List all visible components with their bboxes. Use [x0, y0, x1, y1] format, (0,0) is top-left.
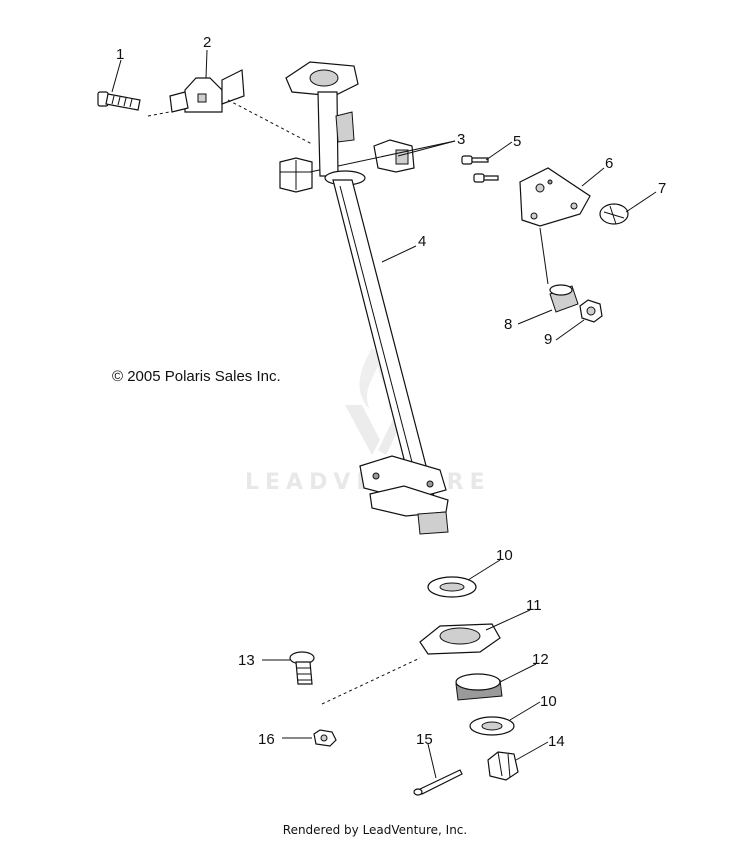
part-9-nut [555, 299, 603, 341]
callout-12: 12 [532, 651, 549, 668]
part-15-cotter-pin [413, 743, 463, 796]
part-16-nut [282, 729, 337, 747]
part-7-cap [599, 191, 657, 225]
callout-16: 16 [258, 731, 275, 748]
callout-6: 6 [605, 155, 613, 172]
callout-labels: 1 2 3 4 5 6 7 8 9 10 11 12 10 14 15 16 1… [116, 34, 666, 750]
callout-3: 3 [457, 131, 465, 148]
callout-13: 13 [238, 652, 255, 669]
callout-2: 2 [203, 34, 211, 51]
part-5-screws [461, 141, 513, 183]
part-11-flange [419, 609, 531, 655]
part-4-steering-post [285, 61, 449, 535]
callout-7: 7 [658, 180, 666, 197]
callout-10-upper: 10 [496, 547, 513, 564]
part-2-clamp [169, 49, 313, 145]
part-14-nut [487, 741, 549, 781]
footer-credit: Rendered by LeadVenture, Inc. [282, 823, 468, 837]
part-8-spacer [517, 284, 579, 325]
callout-15: 15 [416, 731, 433, 748]
callout-4: 4 [418, 233, 426, 250]
callout-14: 14 [548, 733, 565, 750]
callout-8: 8 [504, 316, 512, 333]
part-10-washer-upper [427, 559, 501, 598]
callout-1: 1 [116, 46, 124, 63]
callout-9: 9 [544, 331, 552, 348]
part-13-carriage-bolt [262, 651, 421, 705]
part-10-washer-lower [469, 701, 541, 736]
callout-5: 5 [513, 133, 521, 150]
copyright-text: © 2005 Polaris Sales Inc. [112, 368, 281, 385]
part-1-bolt [97, 59, 181, 117]
callout-10-lower: 10 [540, 693, 557, 710]
callout-11: 11 [526, 597, 542, 614]
part-12-bushing [455, 663, 537, 701]
part-3-bushings [279, 139, 456, 193]
part-6-plate [519, 167, 605, 285]
